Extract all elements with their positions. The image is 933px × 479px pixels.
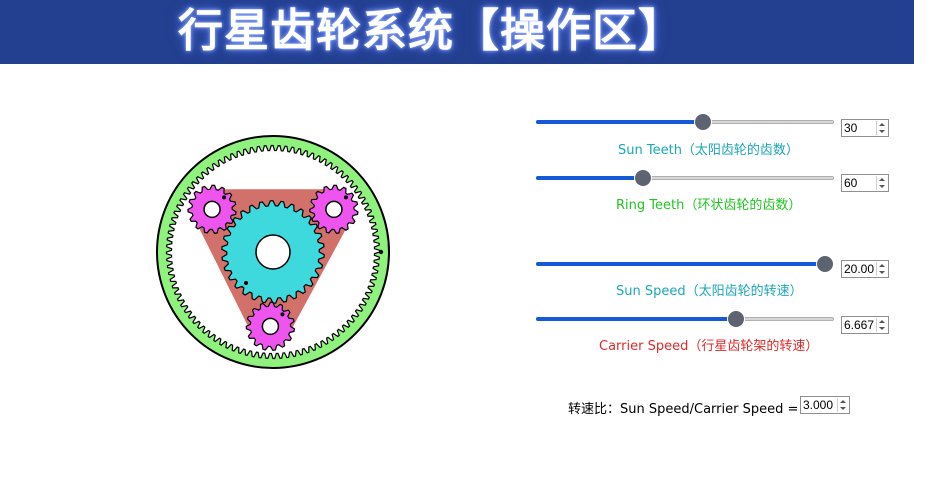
spinner-icon[interactable] — [876, 176, 887, 190]
sun-teeth-slider[interactable] — [536, 114, 834, 130]
planet-gear-hub — [203, 200, 221, 219]
planet-gear-hub — [325, 200, 343, 219]
slider-fill — [536, 120, 703, 124]
slider-thumb[interactable] — [695, 114, 711, 130]
ratio-input[interactable]: 3.000 — [800, 396, 850, 414]
carrier-speed-slider[interactable] — [536, 311, 834, 327]
slider-thumb[interactable] — [635, 170, 651, 186]
ring-teeth-value: 60 — [844, 176, 858, 190]
slider-thumb[interactable] — [817, 256, 833, 272]
sun-speed-input[interactable]: 20.00 — [841, 260, 889, 278]
carrier-speed-label: Carrier Speed（行星齿轮架的转速） — [599, 339, 819, 354]
ring-teeth-label: Ring Teeth（环状齿轮的齿数） — [616, 198, 802, 213]
ring-teeth-input[interactable]: 60 — [841, 174, 889, 192]
title-bar: 行星齿轮系统【操作区】 — [0, 0, 914, 64]
planet-gear-hub — [261, 317, 280, 336]
spinner-icon[interactable] — [876, 262, 887, 276]
sun-speed-value: 20.00 — [844, 262, 875, 276]
ratio-label: 转速比：Sun Speed/Carrier Speed = — [568, 402, 799, 417]
slider-thumb[interactable] — [728, 311, 744, 327]
ring-gear-marker — [378, 249, 384, 255]
sun-teeth-value: 30 — [844, 121, 858, 135]
carrier-speed-input[interactable]: 6.667 — [841, 316, 889, 334]
sun-gear-marker — [244, 281, 248, 285]
sun-teeth-input[interactable]: 30 — [841, 119, 889, 137]
planet-gear-marker — [280, 312, 285, 317]
slider-fill — [536, 262, 825, 266]
slider-fill — [536, 176, 643, 180]
sun-teeth-label: Sun Teeth（太阳齿轮的齿数） — [618, 143, 799, 158]
planetary-gear-diagram — [156, 135, 390, 369]
sun-speed-label: Sun Speed（太阳齿轮的转速） — [616, 284, 803, 299]
slider-fill — [536, 317, 736, 321]
ratio-value: 3.000 — [803, 398, 834, 412]
spinner-icon[interactable] — [837, 398, 848, 412]
sun-gear-hub — [255, 234, 291, 270]
page-title: 行星齿轮系统【操作区】 — [178, 4, 685, 57]
planet-gear-marker — [222, 195, 227, 200]
ring-teeth-slider[interactable] — [536, 170, 834, 186]
sun-speed-slider[interactable] — [536, 256, 834, 272]
planet-gear-marker — [343, 195, 348, 200]
carrier-speed-value: 6.667 — [844, 318, 875, 332]
spinner-icon[interactable] — [876, 318, 887, 332]
spinner-icon[interactable] — [876, 121, 887, 135]
